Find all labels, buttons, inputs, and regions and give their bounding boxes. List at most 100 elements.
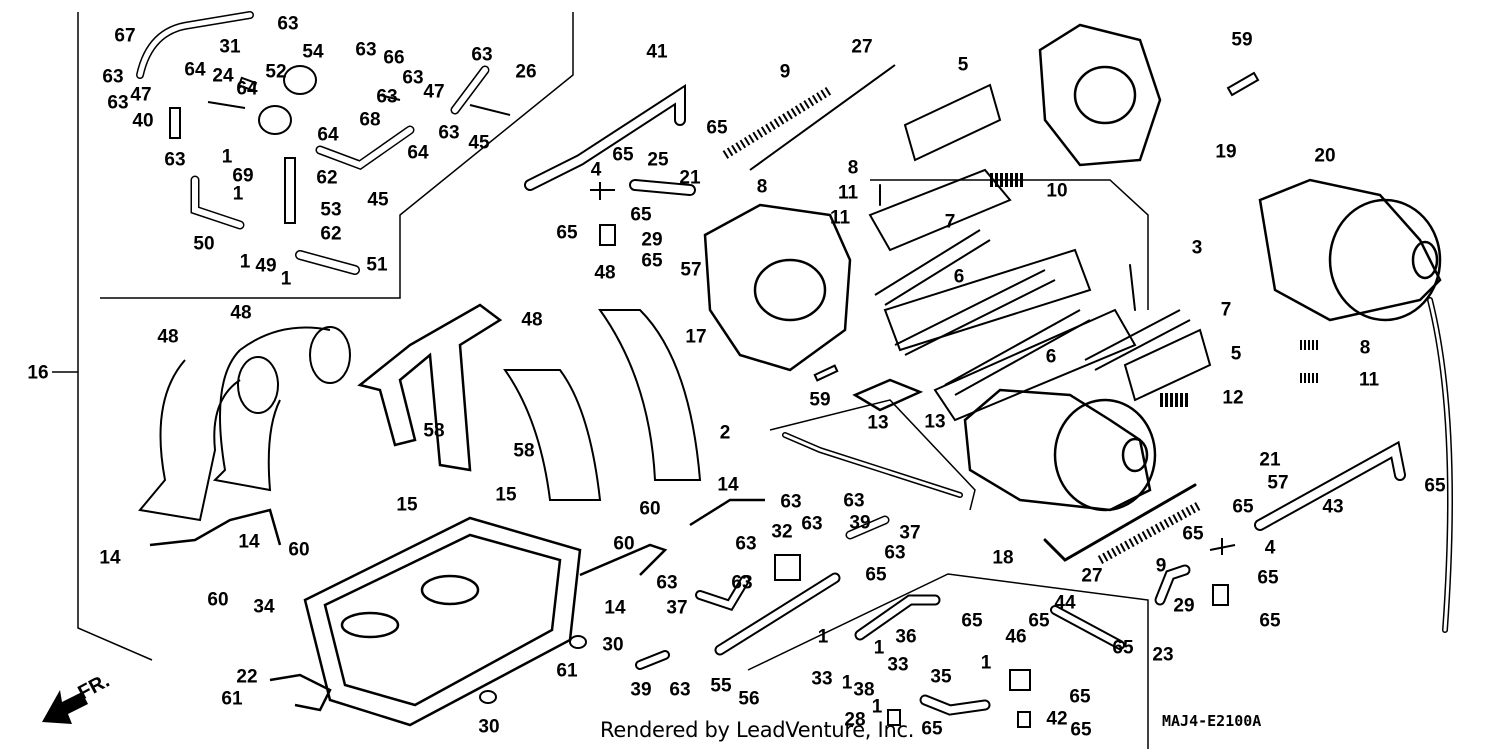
callout-5: 5 (1230, 343, 1242, 365)
callout-60: 60 (639, 498, 661, 520)
callout-28: 28 (844, 709, 866, 731)
callout-65: 65 (1257, 567, 1279, 589)
callout-65: 65 (1112, 637, 1134, 659)
callout-22: 22 (236, 666, 258, 688)
callout-65: 65 (1259, 610, 1281, 632)
callout-48: 48 (157, 326, 179, 348)
callout-38: 38 (853, 679, 875, 701)
callout-69: 69 (232, 165, 254, 187)
callout-63: 63 (884, 542, 906, 564)
callout-48: 48 (594, 262, 616, 284)
callout-65: 65 (556, 222, 578, 244)
callout-68: 68 (359, 109, 381, 131)
callout-63: 63 (780, 491, 802, 513)
callout-64: 64 (184, 59, 206, 81)
callout-8: 8 (1359, 337, 1371, 359)
callout-65: 65 (921, 718, 943, 740)
callout-7: 7 (1220, 299, 1232, 321)
callout-33: 33 (887, 654, 909, 676)
callout-27: 27 (1081, 565, 1103, 587)
callout-65: 65 (706, 117, 728, 139)
callout-15: 15 (396, 494, 418, 516)
callout-54: 54 (302, 41, 324, 63)
callout-65: 65 (630, 204, 652, 226)
callout-1: 1 (871, 696, 883, 718)
callout-1: 1 (280, 268, 292, 290)
callout-20: 20 (1314, 145, 1336, 167)
callout-55: 55 (710, 675, 732, 697)
callout-63: 63 (843, 490, 865, 512)
callout-63: 63 (735, 533, 757, 555)
small-fittings (169, 65, 1260, 728)
callout-60: 60 (207, 589, 229, 611)
callout-60: 60 (613, 533, 635, 555)
callout-52: 52 (265, 61, 287, 83)
callout-9: 9 (779, 61, 791, 83)
callout-65: 65 (1069, 686, 1091, 708)
callout-49: 49 (255, 255, 277, 277)
callout-58: 58 (423, 420, 445, 442)
callout-39: 39 (849, 512, 871, 534)
callout-47: 47 (130, 84, 152, 106)
callout-64: 64 (407, 142, 429, 164)
callout-3: 3 (1191, 237, 1203, 259)
callout-67: 67 (114, 25, 136, 47)
callout-63: 63 (277, 13, 299, 35)
callout-37: 37 (666, 597, 688, 619)
callout-18: 18 (992, 547, 1014, 569)
callout-63: 63 (731, 572, 753, 594)
callout-63: 63 (438, 122, 460, 144)
callout-8: 8 (847, 157, 859, 179)
callout-48: 48 (230, 302, 252, 324)
callout-4: 4 (1264, 537, 1276, 559)
callout-63: 63 (402, 67, 424, 89)
callout-34: 34 (253, 596, 275, 618)
hoses-and-tubes (136, 11, 1453, 716)
callout-4: 4 (590, 159, 602, 181)
callout-23: 23 (1152, 644, 1174, 666)
callout-32: 32 (771, 521, 793, 543)
callout-63: 63 (669, 679, 691, 701)
callout-56: 56 (738, 688, 760, 710)
callout-14: 14 (604, 597, 626, 619)
callout-30: 30 (478, 716, 500, 738)
callout-1: 1 (232, 183, 244, 205)
callout-2: 2 (719, 422, 731, 444)
callout-33: 33 (811, 668, 833, 690)
callout-30: 30 (602, 634, 624, 656)
frame-lines (52, 12, 1149, 749)
callout-65: 65 (641, 250, 663, 272)
callout-63: 63 (102, 66, 124, 88)
callout-65: 65 (865, 564, 887, 586)
callout-27: 27 (851, 36, 873, 58)
callout-60: 60 (288, 539, 310, 561)
callout-59: 59 (809, 389, 831, 411)
callout-12: 12 (1222, 387, 1244, 409)
callout-59: 59 (1231, 29, 1253, 51)
callout-25: 25 (647, 149, 669, 171)
callout-11: 11 (837, 182, 859, 204)
callout-63: 63 (355, 39, 377, 61)
callout-5: 5 (957, 54, 969, 76)
carburetors (703, 23, 1442, 512)
callout-45: 45 (367, 189, 389, 211)
callout-65: 65 (1182, 523, 1204, 545)
callout-36: 36 (895, 626, 917, 648)
callout-53: 53 (320, 199, 342, 221)
callout-64: 64 (236, 78, 258, 100)
callout-35: 35 (930, 666, 952, 688)
callout-19: 19 (1215, 141, 1237, 163)
callout-1: 1 (239, 251, 251, 273)
callout-8: 8 (756, 176, 768, 198)
callout-29: 29 (641, 229, 663, 251)
callout-46: 46 (1005, 626, 1027, 648)
callout-66: 66 (383, 47, 405, 69)
callout-58: 58 (513, 440, 535, 462)
callout-63: 63 (164, 149, 186, 171)
callout-11: 11 (829, 207, 851, 229)
callout-26: 26 (515, 61, 537, 83)
callout-63: 63 (376, 86, 398, 108)
callout-63: 63 (801, 513, 823, 535)
